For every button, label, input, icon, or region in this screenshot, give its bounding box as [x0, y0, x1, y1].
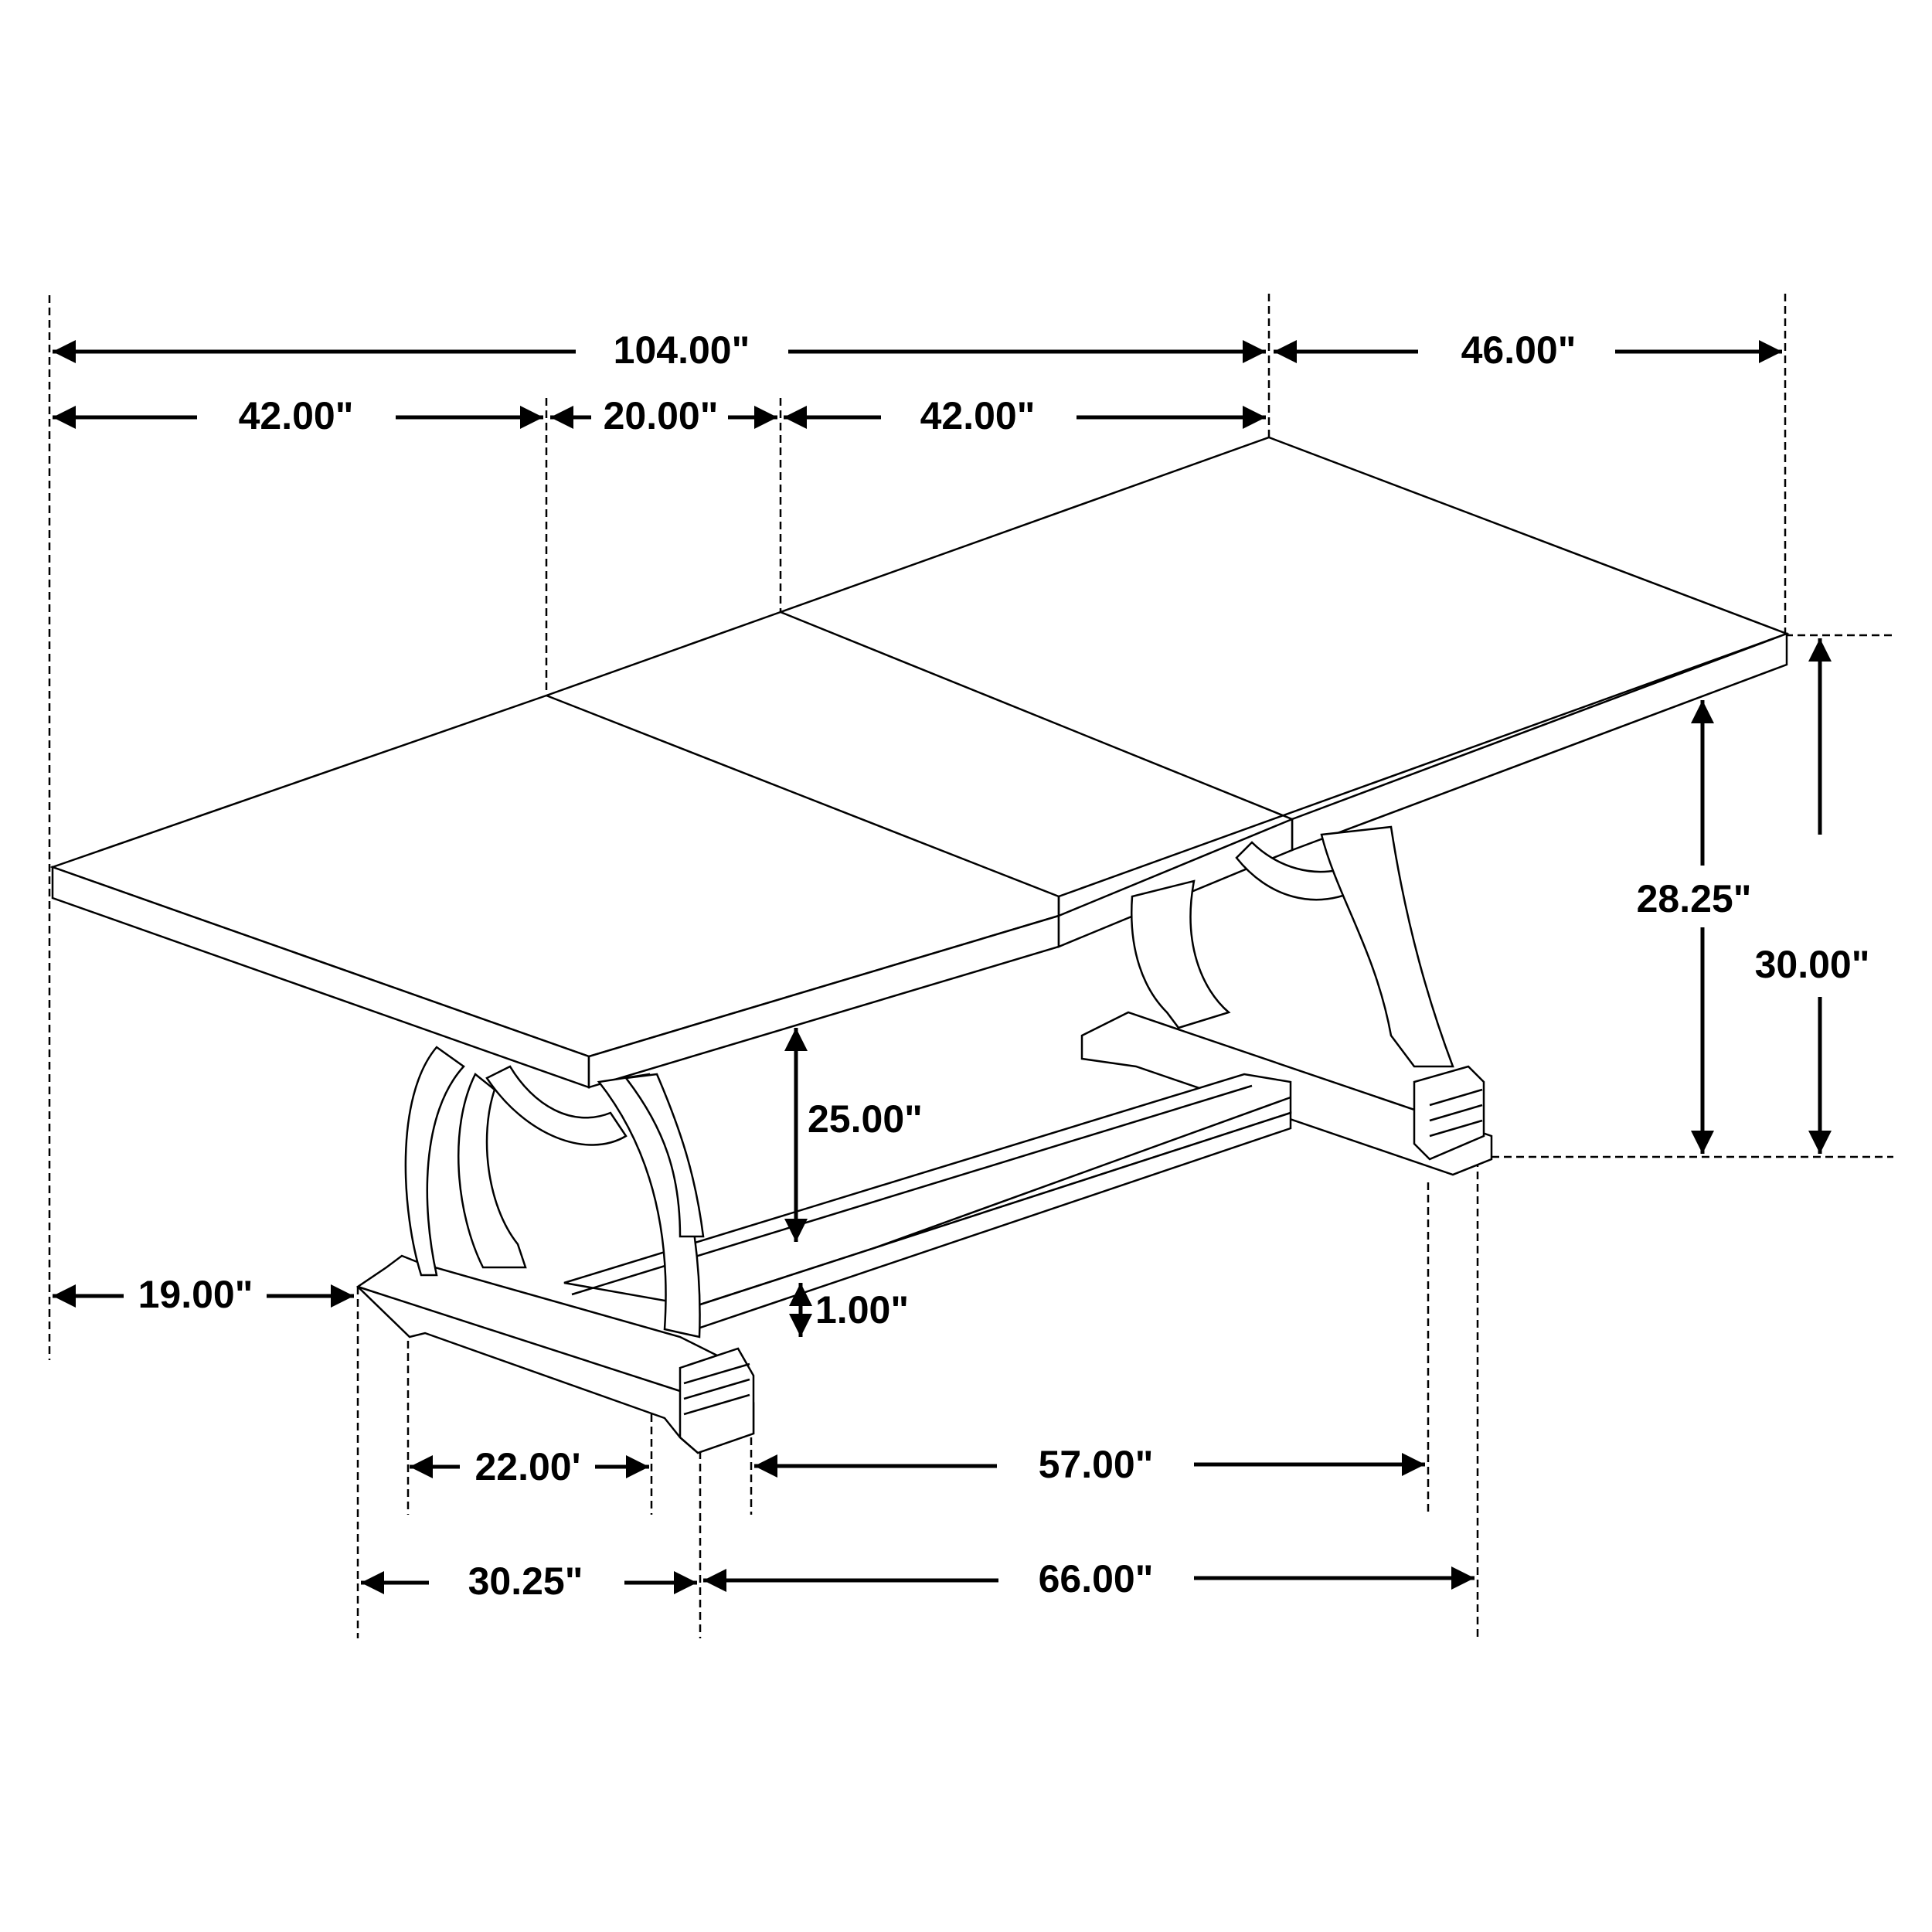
- label-apron-clearance: 28.25": [1637, 877, 1752, 920]
- label-overall-length: 104.00": [614, 328, 750, 372]
- dimension-labels: 104.00" 46.00" 42.00" 20.00" 42.00" 28.2…: [138, 328, 1870, 1603]
- label-overhang: 19.00": [138, 1273, 253, 1316]
- dimension-lines: [53, 340, 1832, 1594]
- label-base-inner: 57.00": [1039, 1443, 1154, 1486]
- label-stretcher-height: 1.00": [815, 1288, 909, 1332]
- label-leg-clearance: 25.00": [808, 1097, 923, 1141]
- label-section-left: 42.00": [239, 394, 354, 437]
- extension-lines: [48, 294, 1893, 1638]
- label-leaf: 20.00": [604, 394, 719, 437]
- label-section-right: 42.00": [920, 394, 1036, 437]
- label-foot-inner: 22.00': [474, 1445, 580, 1488]
- table-top: [49, 436, 1790, 1089]
- stretcher: [563, 1073, 1292, 1331]
- label-foot-width: 30.25": [468, 1560, 583, 1603]
- label-overall-height: 30.00": [1755, 943, 1870, 986]
- trestle-leg-left: [356, 1046, 755, 1454]
- label-base-length: 66.00": [1039, 1557, 1154, 1600]
- label-depth: 46.00": [1461, 328, 1577, 372]
